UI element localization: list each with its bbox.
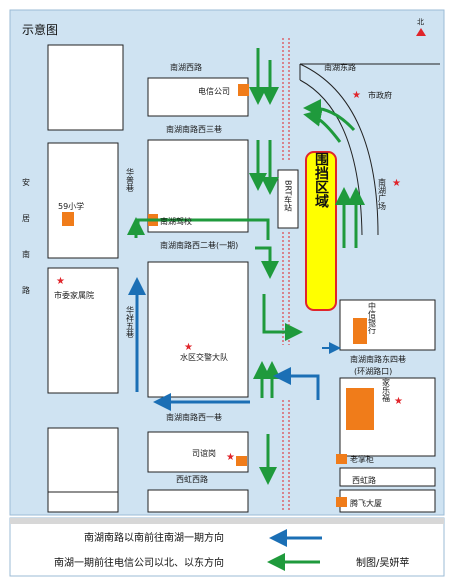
road-huanhu-kou: (环湖路口) bbox=[354, 366, 392, 376]
block-jiaxiao bbox=[147, 139, 249, 233]
star-icon: ★ bbox=[226, 452, 235, 463]
place-labels: 电信公司 市政府 BRT车站 南湖广场 59小学 南湖驾校 市委家属院 中信银行… bbox=[54, 86, 392, 508]
place-laozhang: 老掌柜 bbox=[350, 454, 374, 464]
place-citic: 中信银行 bbox=[368, 301, 377, 335]
road-huaxiang5: 华祥五巷 bbox=[126, 305, 135, 338]
construction-zone: 围挡区域 bbox=[305, 151, 337, 311]
legend-blue-label: 南湖南路以南前往南湖一期方向 bbox=[84, 531, 224, 544]
marker-laozhang bbox=[336, 454, 347, 464]
road-xihong-west: 西虹西路 bbox=[176, 474, 208, 484]
block-brt bbox=[277, 169, 299, 229]
star-icon: ★ bbox=[56, 276, 65, 287]
block-elder-home bbox=[47, 267, 119, 394]
marker-tengfei bbox=[336, 497, 347, 507]
map-title: 示意图 bbox=[22, 22, 58, 37]
road-anju: 安居南路 bbox=[22, 177, 31, 322]
block-traffic bbox=[147, 261, 249, 398]
zone-label: 围挡区域 bbox=[313, 152, 329, 209]
marker-jiale bbox=[346, 388, 374, 430]
star-icon: ★ bbox=[394, 396, 403, 407]
star-icon: ★ bbox=[352, 90, 361, 101]
road-nanhu-west: 南湖西路 bbox=[170, 62, 202, 72]
svg-text:北: 北 bbox=[417, 18, 424, 26]
block-top-left bbox=[47, 44, 124, 131]
green-route bbox=[127, 48, 365, 485]
square-curve-inner bbox=[299, 79, 363, 236]
marker-siliu bbox=[236, 456, 247, 466]
road-labels: 南湖西路 南湖东路 南湖南路西三巷 南湖南路西二巷(一期) 南湖南路西一巷 南湖… bbox=[22, 62, 407, 485]
square-curve bbox=[299, 63, 379, 236]
block-siliu bbox=[147, 431, 249, 473]
blue-route bbox=[128, 277, 341, 411]
place-tengfei: 腾飞大厦 bbox=[350, 498, 382, 508]
legend-box bbox=[9, 517, 445, 577]
star-icon: ★ bbox=[392, 178, 401, 189]
place-jiaxiao: 南湖驾校 bbox=[160, 216, 192, 226]
credit: 制图/吴妍苹 bbox=[356, 556, 409, 569]
place-jiale: 家乐福 bbox=[382, 377, 391, 403]
place-elder-home: 市委家属院 bbox=[54, 290, 94, 300]
north-arrow-icon bbox=[416, 28, 426, 36]
road-huapu: 华普巷 bbox=[126, 167, 135, 192]
place-school59: 59小学 bbox=[58, 201, 84, 211]
block-telecom bbox=[147, 77, 249, 117]
place-siliu: 司谊岗 bbox=[192, 448, 216, 458]
marker-citic bbox=[353, 318, 367, 344]
place-gov: 市政府 bbox=[368, 90, 392, 100]
legend: 南湖南路以南前往南湖一期方向 南湖一期前往电信公司以北、以东方向 制图/吴妍苹 bbox=[9, 517, 445, 577]
north-indicator: 北 bbox=[416, 18, 426, 36]
road-nanhunan-west3: 南湖南路西三巷 bbox=[166, 124, 222, 134]
legend-green-label: 南湖一期前往电信公司以北、以东方向 bbox=[54, 556, 224, 569]
star-icon: ★ bbox=[184, 342, 193, 353]
barriers bbox=[282, 38, 290, 512]
marker-telecom bbox=[238, 84, 249, 96]
block-bottom-left2 bbox=[47, 491, 119, 513]
place-nanhu-square: 南湖广场 bbox=[378, 177, 387, 211]
marker-school59 bbox=[62, 212, 74, 226]
place-brt: BRT车站 bbox=[284, 180, 293, 212]
landmark-stars: ★ ★ ★ ★ ★ ★ bbox=[56, 90, 403, 463]
road-nanhunan-east4: 南湖南路东四巷 bbox=[350, 354, 406, 364]
place-traffic: 水区交警大队 bbox=[180, 352, 228, 362]
block-bottom-mid bbox=[147, 489, 249, 513]
place-telecom: 电信公司 bbox=[198, 86, 230, 96]
road-nanhunan-west2: 南湖南路西二巷(一期) bbox=[160, 240, 238, 250]
block-bottom-right bbox=[339, 467, 436, 487]
road-xihong: 西虹路 bbox=[352, 475, 376, 485]
block-mid-left bbox=[47, 142, 119, 259]
block-bottom-left bbox=[47, 427, 119, 494]
road-nanhu-east: 南湖东路 bbox=[324, 62, 356, 72]
road-nanhunan-west1: 南湖南路西一巷 bbox=[166, 412, 222, 422]
